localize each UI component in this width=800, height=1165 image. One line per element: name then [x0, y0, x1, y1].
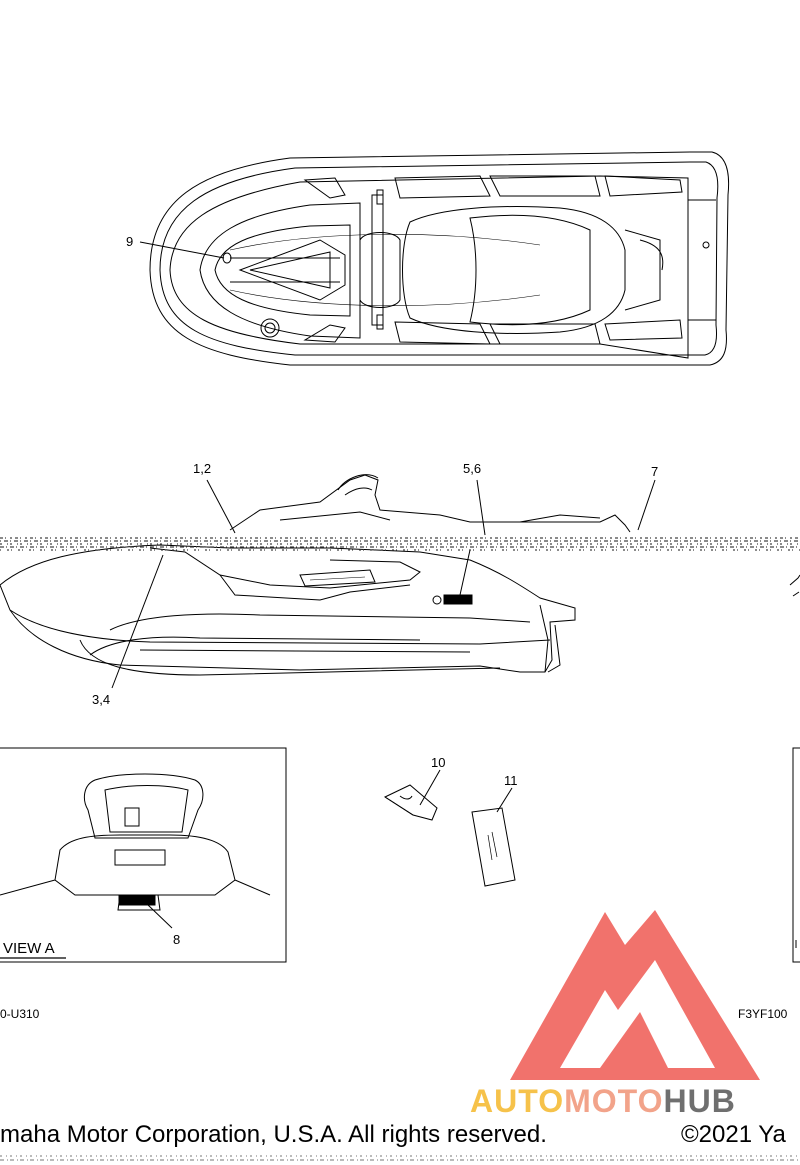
callout-11: 11: [504, 773, 518, 788]
watercraft-top-view: [149, 151, 730, 366]
figure-code-left: 0-U310: [0, 1007, 40, 1021]
figure-code-right: F3YF100: [738, 1007, 788, 1021]
right-box-edge: [792, 747, 800, 963]
leader-line-3-4: [111, 554, 164, 689]
watercraft-side-view: [0, 474, 800, 676]
leader-line-7: [637, 479, 656, 531]
watermark-moto: MOTO: [564, 1083, 664, 1119]
callout-1-2: 1,2: [193, 461, 212, 476]
watermark-brand-text: AUTOMOTOHUB: [470, 1083, 736, 1120]
view-a-label: VIEW A: [3, 940, 55, 957]
item-10-pouch: [383, 784, 438, 821]
leader-line-5-6: [476, 479, 486, 536]
bottom-scan-noise: [0, 1155, 800, 1161]
callout-7: 7: [651, 464, 659, 479]
scan-noise: [0, 537, 800, 551]
callout-3-4: 3,4: [92, 692, 111, 707]
leader-line-8: [147, 904, 173, 929]
leader-line-1-2: [206, 479, 236, 534]
watermark-auto: AUTO: [470, 1083, 565, 1119]
callout-8: 8: [173, 932, 181, 947]
leader-line-5-6-lower: [459, 549, 471, 596]
callout-10: 10: [431, 755, 446, 770]
callout-5-6: 5,6: [463, 461, 482, 476]
watermark-hub: HUB: [663, 1083, 736, 1119]
leader-line-9: [139, 241, 225, 259]
automotohub-logo-icon: [510, 910, 760, 1080]
view-a-box: [0, 747, 287, 963]
copyright-left: maha Motor Corporation, U.S.A. All right…: [0, 1121, 547, 1148]
copyright-right: ©2021 Ya: [681, 1121, 786, 1148]
callout-9: 9: [126, 234, 134, 249]
leader-line-11: [496, 787, 513, 813]
leader-line-10: [419, 769, 441, 806]
item-11-sheet: [471, 807, 516, 887]
